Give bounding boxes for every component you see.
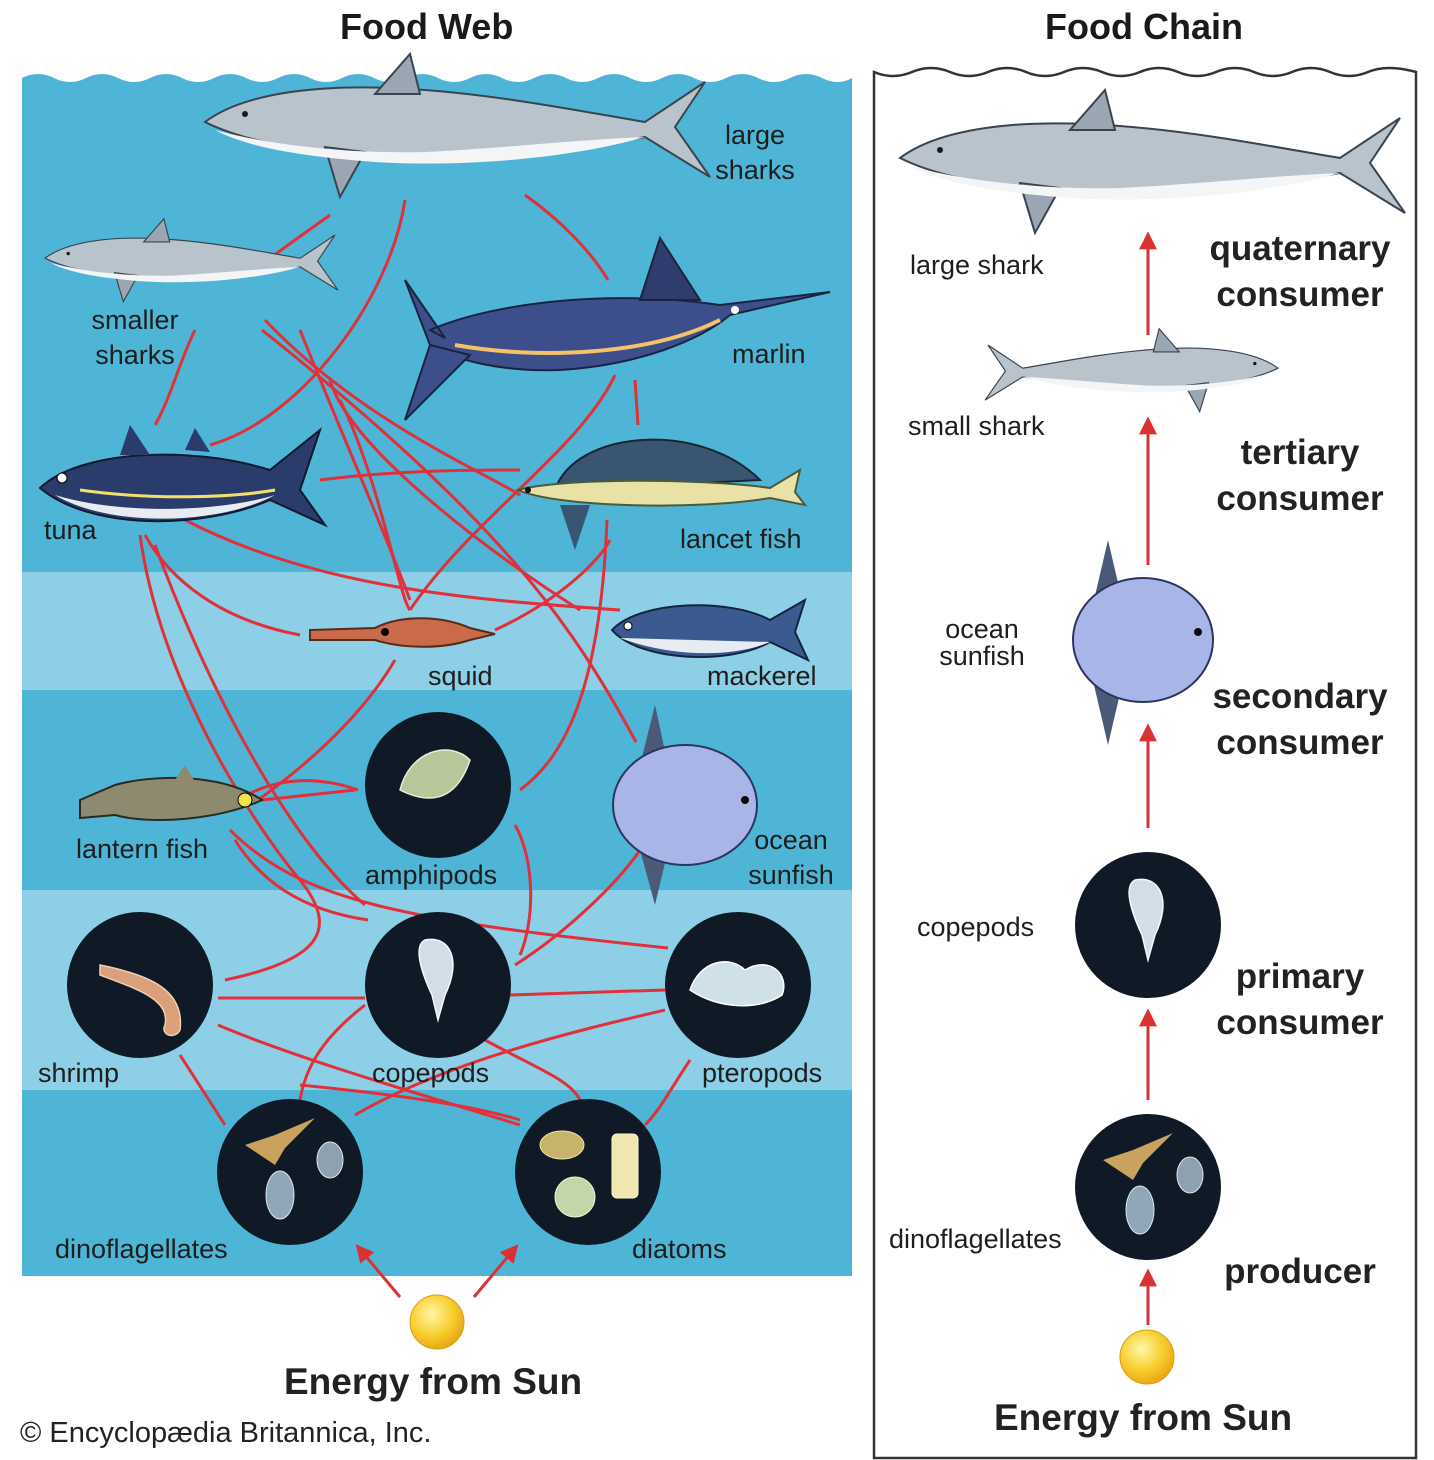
label-lantern-fish: lantern fish [76,834,209,864]
chain-label-ocean-sunfish: ocean sunfish [939,614,1025,671]
dinoflagellates-chain-circle [1075,1114,1221,1260]
feeding-links [138,193,692,1127]
label-shrimp: shrimp [38,1058,120,1088]
level-quaternary-consumer: quaternary consumer [1209,229,1391,314]
chain-sun-label: Energy from Sun [994,1397,1293,1438]
squid-illustration [309,617,496,648]
tuna-illustration [38,425,328,528]
copepods-circle [365,912,511,1058]
lancet-fish-illustration [515,438,808,550]
label-pteropods: pteropods [702,1058,823,1088]
chain-label-dinoflagellates: dinoflagellates [889,1224,1062,1254]
copepods-chain-circle [1075,852,1221,998]
pteropods-circle [665,912,811,1058]
level-producer: producer [1224,1252,1376,1291]
mackerel-illustration [610,597,811,663]
ocean-sunfish-illustration [612,705,758,905]
label-dinoflagellates: dinoflagellates [55,1234,228,1264]
label-squid: squid [428,661,493,691]
chain-label-small-shark: small shark [908,411,1045,441]
label-lancet-fish: lancet fish [680,524,802,554]
lantern-fish-illustration [79,765,265,821]
dinoflagellates-circle [217,1099,363,1245]
web-sun-label: Energy from Sun [284,1361,583,1402]
chain-label-copepods: copepods [917,912,1035,942]
label-large-sharks: large sharks [715,120,795,185]
diatoms-circle [515,1099,661,1245]
food-chain-frame [872,66,1418,1460]
label-tuna: tuna [44,515,97,545]
sun-web-icon [355,1244,519,1350]
shrimp-circle [67,912,213,1058]
sun-chain-icon [1119,1329,1175,1385]
ocean-sunfish-chain-illustration [1072,540,1214,745]
level-primary-consumer: primary consumer [1216,957,1384,1042]
label-amphipods: amphipods [365,860,498,890]
marlin-illustration [404,235,831,421]
level-tertiary-consumer: tertiary consumer [1216,433,1384,518]
amphipods-circle [365,712,511,858]
level-secondary-consumer: secondary consumer [1212,677,1388,762]
label-mackerel: mackerel [707,661,817,691]
label-ocean-sunfish: ocean sunfish [748,825,834,890]
copyright-notice: © Encyclopædia Britannica, Inc. [20,1417,432,1449]
food-chain-title: Food Chain [1045,6,1243,47]
label-copepods: copepods [372,1058,490,1088]
label-marlin: marlin [732,339,806,369]
chain-label-large-shark: large shark [910,250,1044,280]
food-web-title: Food Web [340,6,514,47]
label-diatoms: diatoms [632,1234,727,1264]
label-smaller-sharks: smaller sharks [91,305,179,370]
